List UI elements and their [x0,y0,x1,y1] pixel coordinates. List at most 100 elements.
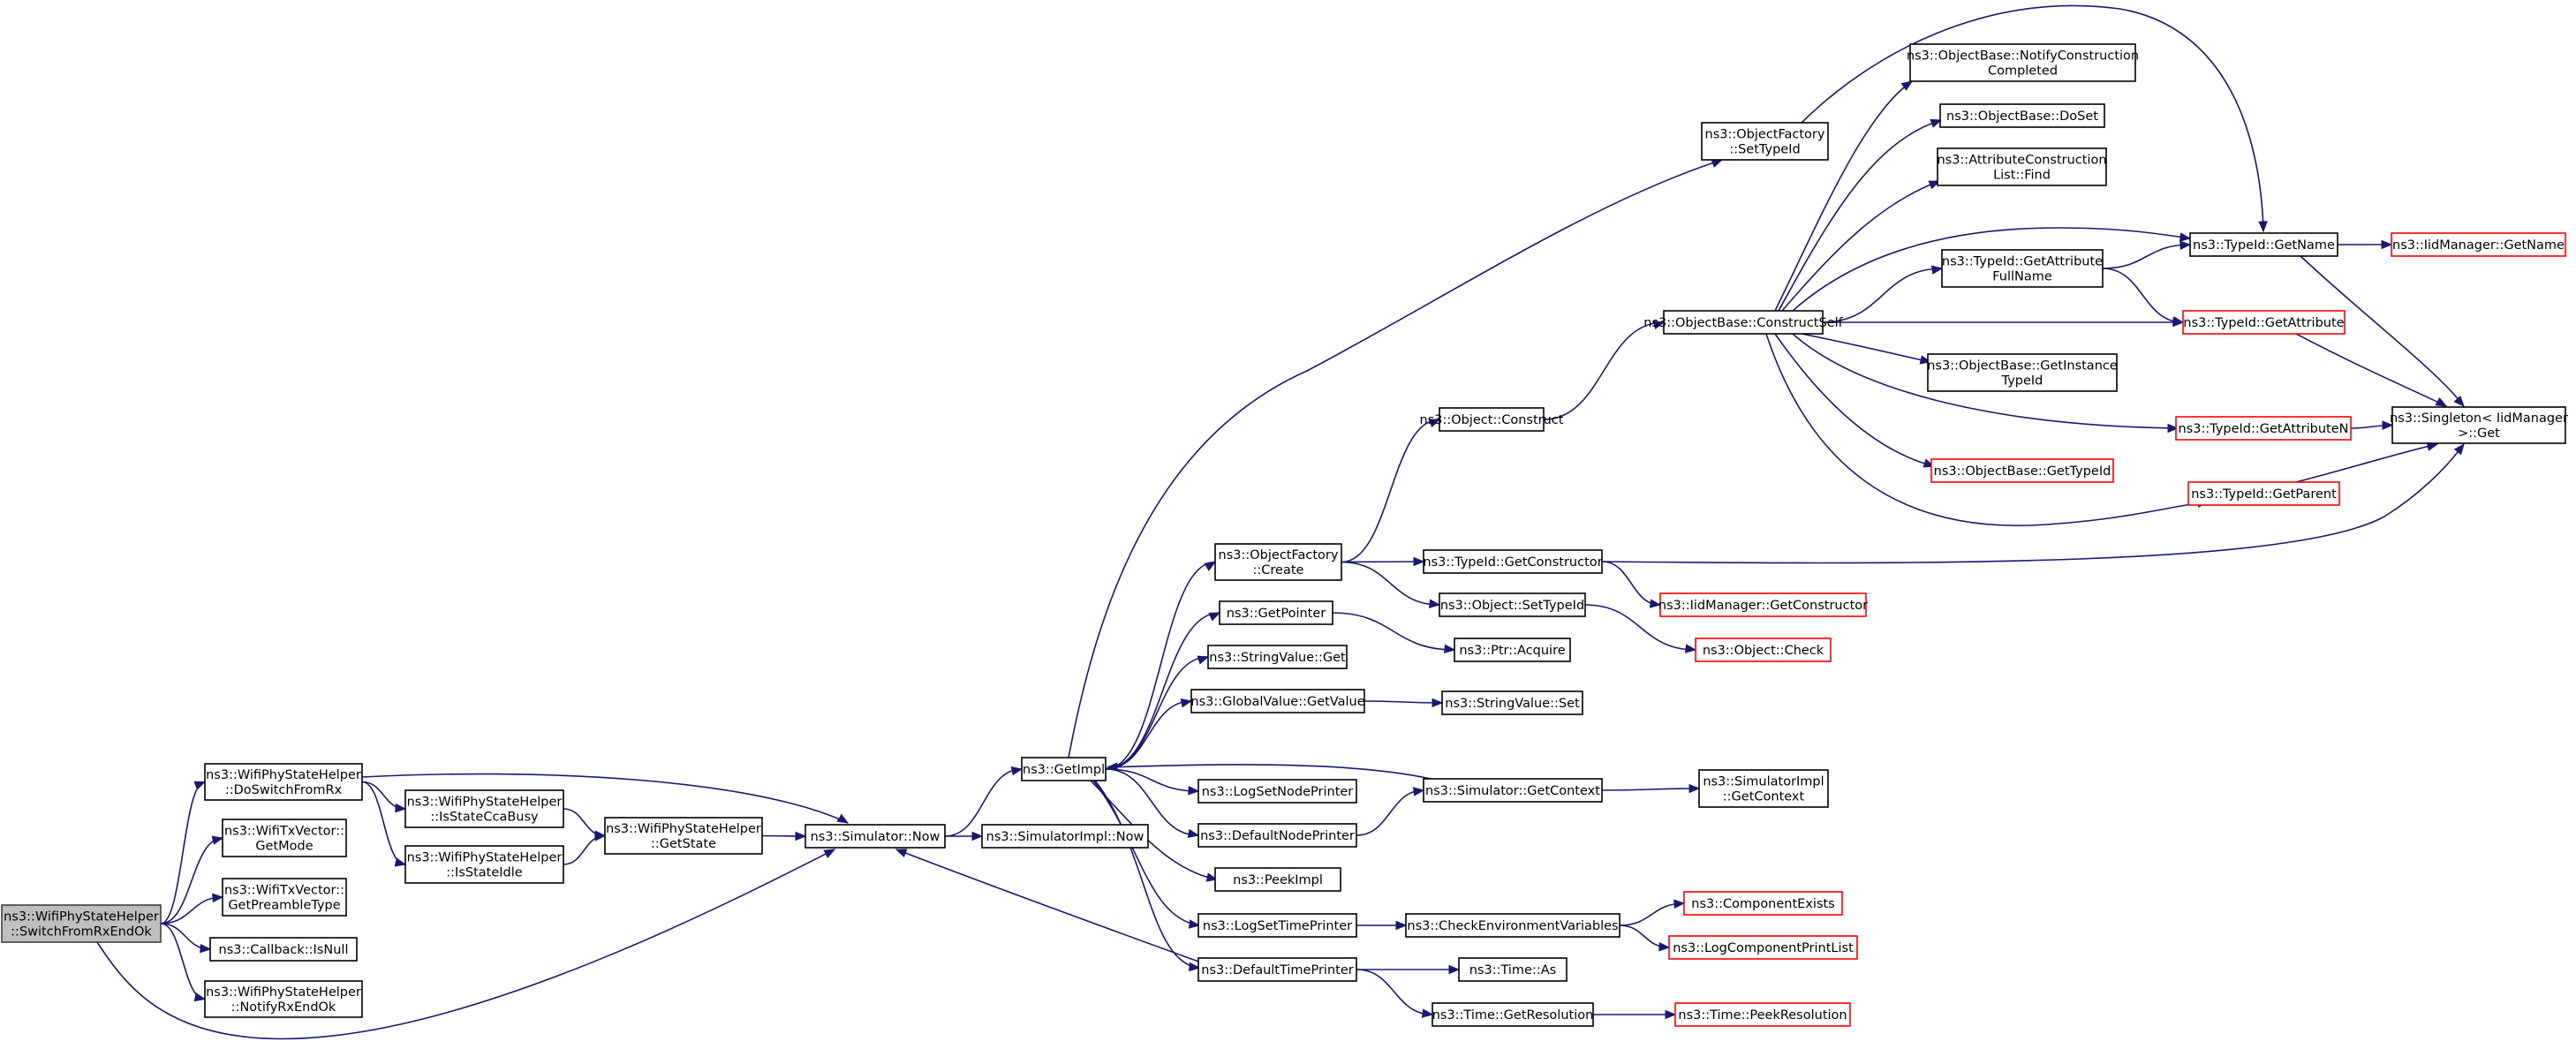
node-string-value-get[interactable]: ns3::StringValue::Get [1207,645,1348,669]
node-box[interactable] [222,878,347,917]
node-type-id-get-name[interactable]: ns3::TypeId::GetName [2189,232,2338,257]
node-box[interactable] [1214,543,1342,581]
node-log-set-node-printer[interactable]: ns3::LogSetNodePrinter [1197,779,1357,804]
node-box[interactable] [1698,769,1829,808]
node-box[interactable] [2187,481,2340,506]
node-box[interactable] [2182,310,2346,335]
node-box[interactable] [1701,122,1829,161]
node-box[interactable] [1930,458,2114,483]
node-box[interactable] [1668,935,1858,960]
node-simulator-get-context[interactable]: ns3::Simulator::GetContext [1423,778,1603,803]
node-box[interactable] [1441,691,1583,715]
node-ptr-acquire[interactable]: ns3::Ptr::Acquire [1454,638,1571,662]
node-simulator-impl-now[interactable]: ns3::SimulatorImpl::Now [981,824,1149,849]
node-box[interactable] [204,763,363,801]
node-box[interactable] [1197,957,1357,982]
node-box[interactable] [1683,891,1843,916]
node-is-state-cca-busy[interactable]: ns3::WifiPhyStateHelper::IsStateCcaBusy [404,789,564,828]
node-box[interactable] [604,817,763,855]
node-box[interactable] [1663,310,1824,335]
node-box[interactable] [1439,592,1586,617]
node-notify-rx-end-ok[interactable]: ns3::WifiPhyStateHelper::NotifyRxEndOk [204,980,363,1018]
node-object-check[interactable]: ns3::Object::Check [1695,638,1832,662]
node-box[interactable] [1939,103,2105,128]
node-do-switch-from-rx[interactable]: ns3::WifiPhyStateHelper::DoSwitchFromRx [204,763,363,801]
node-box[interactable] [1454,638,1571,662]
node-type-id-get-attribute[interactable]: ns3::TypeId::GetAttribute [2182,310,2346,335]
node-box[interactable] [1423,549,1603,574]
node-is-state-idle[interactable]: ns3::WifiPhyStateHelper::IsStateIdle [404,845,564,884]
node-log-set-time-printer[interactable]: ns3::LogSetTimePrinter [1197,913,1357,938]
node-box[interactable] [204,980,363,1018]
node-box[interactable] [981,824,1149,849]
node-singleton-iid-manager-get[interactable]: ns3::Singleton< IidManager >::Get [2390,406,2568,444]
node-box[interactable] [1214,867,1341,892]
node-box[interactable] [222,819,347,857]
node-object-factory-set-type-id[interactable]: ns3::ObjectFactory::SetTypeId [1701,122,1829,161]
node-get-pointer[interactable]: ns3::GetPointer [1219,600,1333,625]
node-box[interactable] [1197,779,1357,804]
node-box[interactable] [404,789,564,828]
node-object-base-construct-self[interactable]: ns3::ObjectBase::ConstructSelf [1643,310,1844,335]
node-box[interactable] [1937,147,2107,186]
node-box[interactable] [2391,406,2566,444]
node-simulator-now[interactable]: ns3::Simulator::Now [805,824,946,849]
node-box[interactable] [805,824,946,849]
node-box[interactable] [1927,353,2118,392]
node-box[interactable] [1909,43,2136,82]
node-time-get-resolution[interactable]: ns3::Time::GetResolution [1432,1002,1594,1027]
node-simulator-impl-get-context[interactable]: ns3::SimulatorImpl::GetContext [1698,769,1829,808]
node-type-id-get-constructor[interactable]: ns3::TypeId::GetConstructor [1423,549,1603,574]
node-type-id-get-parent[interactable]: ns3::TypeId::GetParent [2187,481,2340,506]
node-box[interactable] [1432,1002,1594,1027]
node-iid-manager-get-name[interactable]: ns3::IidManager::GetName [2391,232,2566,257]
node-object-set-type-id[interactable]: ns3::Object::SetTypeId [1439,592,1586,617]
node-switch-from-rx-end-ok[interactable]: ns3::WifiPhyStateHelper::SwitchFromRxEnd… [1,904,162,943]
node-time-as[interactable]: ns3::Time::As [1458,957,1568,982]
node-default-node-printer[interactable]: ns3::DefaultNodePrinter [1197,823,1357,848]
node-time-peek-resolution[interactable]: ns3::Time::PeekResolution [1674,1002,1851,1027]
node-get-mode[interactable]: ns3::WifiTxVector::GetMode [222,819,347,857]
node-log-component-print-list[interactable]: ns3::LogComponentPrintList [1668,935,1858,960]
node-object-construct[interactable]: ns3::Object::Construct [1420,407,1564,432]
node-get-state[interactable]: ns3::WifiPhyStateHelper::GetState [604,817,763,855]
node-string-value-set[interactable]: ns3::StringValue::Set [1441,691,1583,715]
node-global-value-get-value[interactable]: ns3::GlobalValue::GetValue [1190,689,1365,713]
node-is-null[interactable]: ns3::Callback::IsNull [209,937,358,962]
node-get-preamble-type[interactable]: ns3::WifiTxVector::GetPreambleType [222,878,347,917]
node-type-id-get-attribute-n[interactable]: ns3::TypeId::GetAttributeN [2175,416,2352,441]
node-get-impl[interactable]: ns3::GetImpl [1021,757,1107,781]
node-box[interactable] [1674,1002,1851,1027]
node-notify-construction-completed[interactable]: ns3::ObjectBase::NotifyConstructionCompl… [1907,43,2139,82]
node-object-base-get-type-id[interactable]: ns3::ObjectBase::GetTypeId [1930,458,2114,483]
node-box[interactable] [1190,689,1365,713]
node-box[interactable] [2189,232,2338,257]
node-component-exists[interactable]: ns3::ComponentExists [1683,891,1843,916]
node-box[interactable] [1405,913,1620,938]
node-box[interactable] [1021,757,1107,781]
node-box[interactable] [404,845,564,884]
node-box[interactable] [1423,778,1603,803]
node-object-base-do-set[interactable]: ns3::ObjectBase::DoSet [1939,103,2105,128]
node-box[interactable] [1,904,162,943]
node-box[interactable] [1458,957,1568,982]
node-box[interactable] [2175,416,2352,441]
node-box[interactable] [1941,249,2104,288]
node-box[interactable] [1197,913,1357,938]
node-box[interactable] [209,937,358,962]
node-peek-impl[interactable]: ns3::PeekImpl [1214,867,1341,892]
node-object-factory-create[interactable]: ns3::ObjectFactory::Create [1214,543,1342,581]
node-box[interactable] [1695,638,1832,662]
node-box[interactable] [1659,592,1867,617]
node-check-environment-variables[interactable]: ns3::CheckEnvironmentVariables [1405,913,1620,938]
node-box[interactable] [2391,232,2566,257]
node-box[interactable] [1439,407,1545,432]
node-iid-manager-get-constructor[interactable]: ns3::IidManager::GetConstructor [1658,592,1868,617]
node-default-time-printer[interactable]: ns3::DefaultTimePrinter [1197,957,1357,982]
node-box[interactable] [1219,600,1333,625]
node-box[interactable] [1207,645,1348,669]
node-box[interactable] [1197,823,1357,848]
